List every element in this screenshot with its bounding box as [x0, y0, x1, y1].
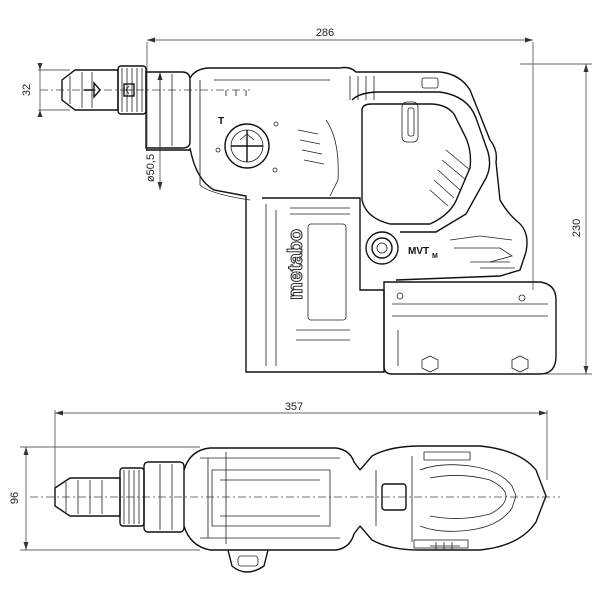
dim-230-label: 230: [571, 219, 583, 237]
brand-label: metabo: [285, 229, 307, 300]
dimension-top-length: 286: [146, 27, 534, 290]
rotary-knob: [365, 231, 399, 265]
direction-arrows-icon: [84, 81, 135, 99]
svg-text:T: T: [218, 116, 224, 127]
gear-housing-top: [183, 447, 361, 573]
top-view: 357 96: [9, 401, 560, 573]
motor-housing: metabo: [262, 197, 384, 366]
sds-chuck-top: [54, 461, 185, 533]
dimension-bottom-length: 357: [54, 401, 548, 490]
main-housing: [189, 66, 528, 373]
dim-286-label: 286: [316, 27, 334, 39]
mode-selector-icon: T: [215, 116, 279, 173]
svg-text:M: M: [432, 253, 438, 260]
dim-357-label: 357: [285, 401, 303, 413]
mvt-badge-label: MVT: [408, 246, 429, 257]
dim-32-label: 32: [21, 84, 33, 96]
dim-50-label: ø50,5: [145, 154, 157, 182]
mvt-badge: MVT M: [408, 235, 515, 269]
dimension-width: 96: [9, 446, 200, 551]
side-view: 286 32 ø50,5 230: [21, 27, 592, 375]
head-vents: [297, 119, 339, 197]
rear-body-top: [359, 445, 547, 551]
sds-chuck: [61, 65, 147, 115]
collar: [145, 71, 191, 151]
dim-96-label: 96: [9, 492, 21, 504]
dimension-height: 230: [520, 63, 592, 375]
battery-pack: [383, 281, 557, 375]
